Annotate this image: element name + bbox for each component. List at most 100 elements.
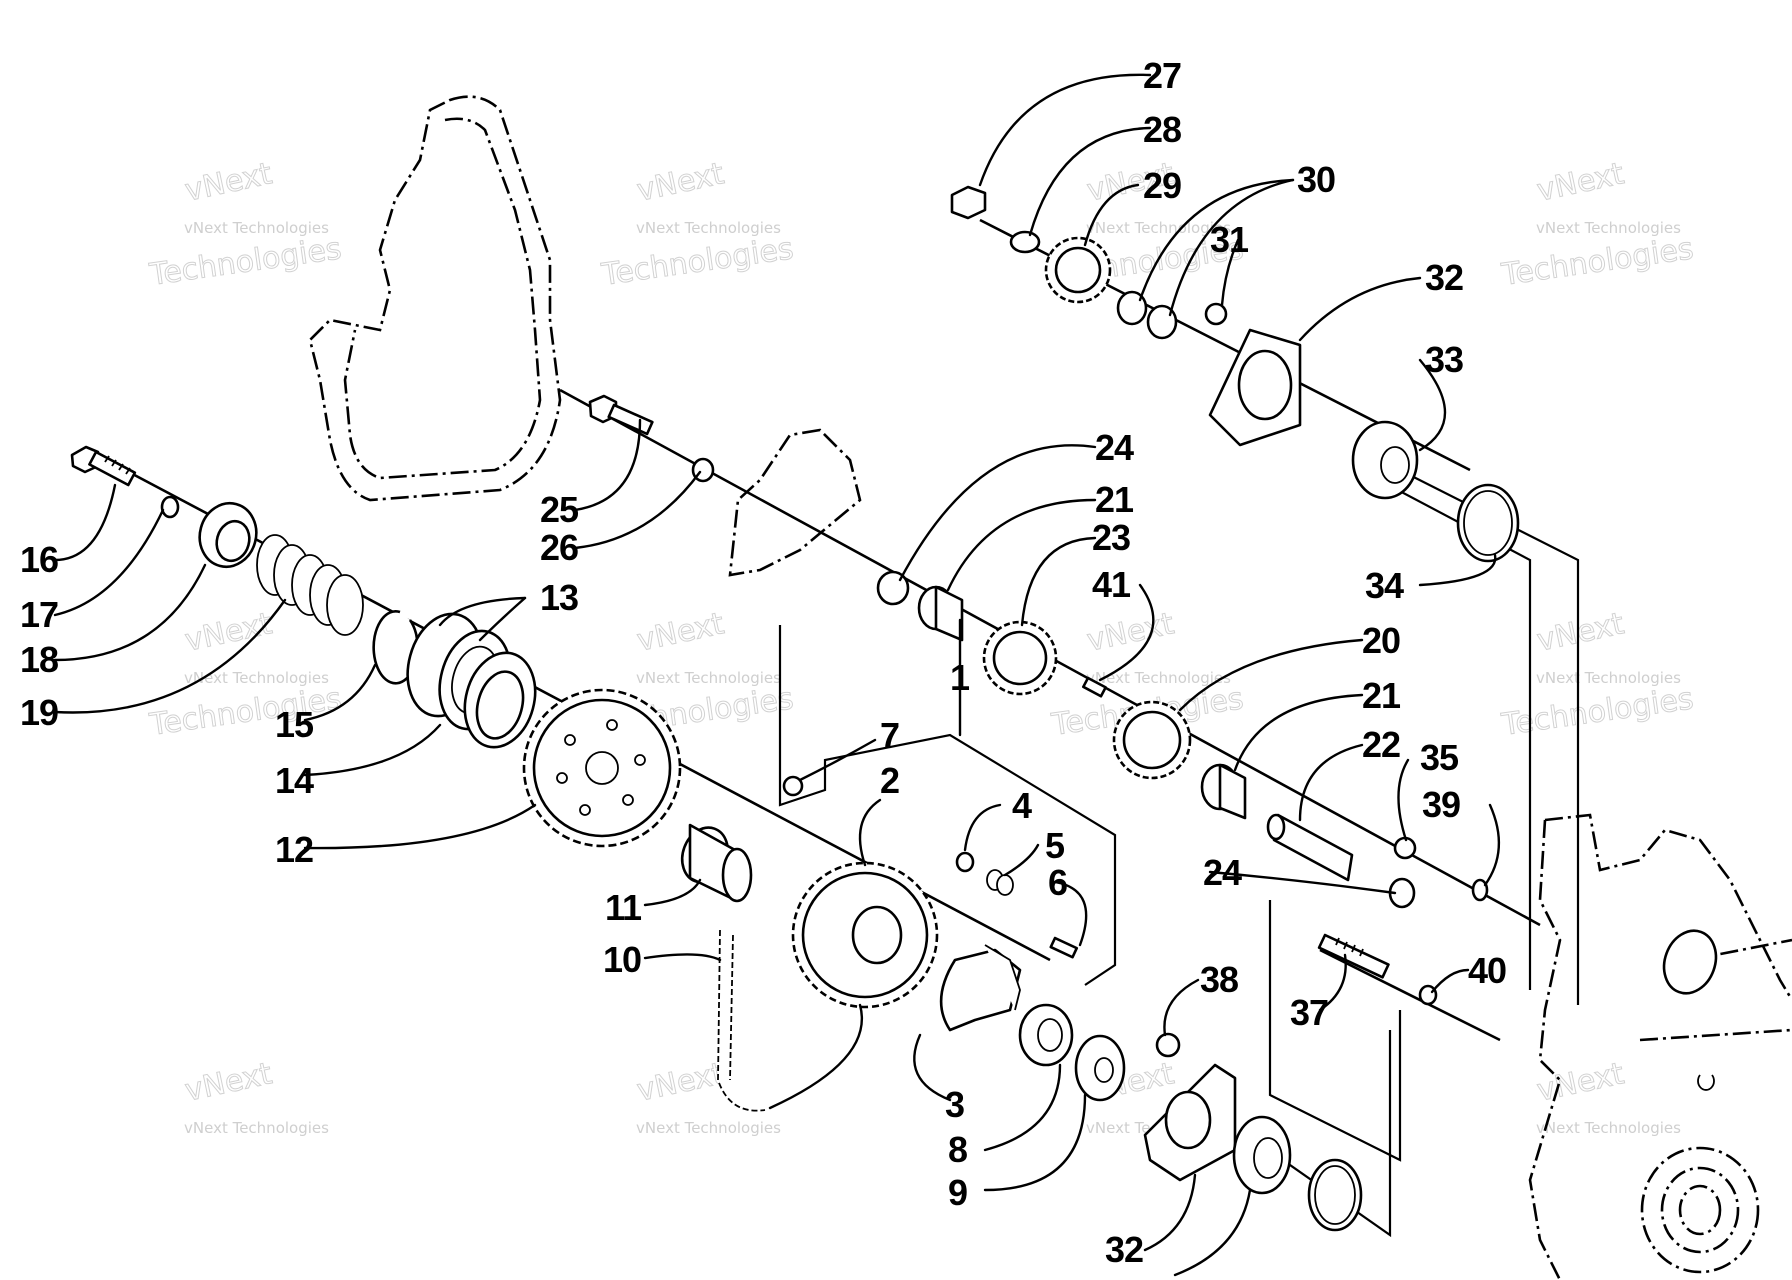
callout-39: 39 bbox=[1422, 784, 1460, 825]
leader-lines bbox=[53, 73, 1500, 1277]
part-29-sprocket bbox=[1044, 236, 1112, 304]
svg-text:vNext: vNext bbox=[634, 606, 727, 659]
part-33-bearing-upper bbox=[1351, 420, 1419, 500]
callout-30: 30 bbox=[1297, 159, 1335, 200]
part-21-bushing-upper bbox=[917, 585, 964, 642]
svg-text:vNext Technologies: vNext Technologies bbox=[184, 1119, 329, 1137]
callout-25: 25 bbox=[540, 489, 579, 530]
svg-text:vNext Technologies: vNext Technologies bbox=[1536, 669, 1681, 687]
part-32-flange-upper bbox=[1208, 328, 1302, 447]
callout-31: 31 bbox=[1210, 219, 1249, 260]
part-21-bushing-lower bbox=[1200, 763, 1247, 820]
callout-41: 41 bbox=[1092, 564, 1131, 605]
part-9-washer bbox=[1074, 1034, 1126, 1102]
part-41-pin bbox=[1082, 676, 1107, 698]
callout-8: 8 bbox=[948, 1129, 967, 1170]
svg-text:vNext Technologies: vNext Technologies bbox=[636, 669, 781, 687]
part-5-spring bbox=[986, 869, 1014, 896]
callout-2: 2 bbox=[880, 760, 899, 801]
part-3-brake-disc bbox=[939, 944, 1022, 1032]
callout-21a: 21 bbox=[1095, 479, 1134, 520]
callout-16: 16 bbox=[20, 539, 58, 580]
callout-22: 22 bbox=[1362, 724, 1400, 765]
callout-6: 6 bbox=[1048, 862, 1067, 903]
part-37-stud bbox=[1317, 933, 1390, 979]
chaincase-cover-outline bbox=[308, 95, 562, 502]
part-2-sprocket bbox=[791, 861, 939, 1009]
svg-text:vNext: vNext bbox=[1534, 1056, 1627, 1109]
callout-33: 33 bbox=[1425, 339, 1463, 380]
svg-text:vNext: vNext bbox=[1534, 156, 1627, 209]
part-25-bolt bbox=[588, 394, 654, 436]
callout-40: 40 bbox=[1468, 950, 1506, 991]
callout-37: 37 bbox=[1290, 992, 1328, 1033]
svg-text:vNext: vNext bbox=[182, 1056, 275, 1109]
watermark: vNext vNext Technologies Technologies bbox=[1498, 606, 1696, 744]
svg-text:Technologies: Technologies bbox=[1499, 681, 1696, 743]
callout-18: 18 bbox=[20, 639, 58, 680]
callout-10: 10 bbox=[603, 939, 641, 980]
part-6-pin bbox=[1049, 936, 1079, 959]
housing-bracket-outline bbox=[728, 428, 862, 577]
callout-20: 20 bbox=[1362, 620, 1400, 661]
svg-text:vNext: vNext bbox=[182, 156, 275, 209]
callout-14: 14 bbox=[275, 760, 314, 801]
part-4-nut bbox=[955, 851, 975, 873]
part-33-bearing-lower bbox=[1232, 1115, 1292, 1195]
part-20-sprocket bbox=[1112, 700, 1192, 780]
callout-3: 3 bbox=[945, 1084, 964, 1125]
svg-text:vNext Technologies: vNext Technologies bbox=[1536, 1119, 1681, 1137]
svg-text:Technologies: Technologies bbox=[599, 231, 796, 293]
watermark: vNext vNext Technologies Technologies bbox=[146, 156, 344, 294]
callout-1: 1 bbox=[950, 657, 970, 698]
callout-24a: 24 bbox=[1095, 427, 1134, 468]
watermark: vNext vNext Technologies bbox=[182, 1056, 330, 1137]
part-22-shaft bbox=[1266, 813, 1354, 882]
callout-9: 9 bbox=[948, 1172, 967, 1213]
part-38-nut bbox=[1155, 1032, 1181, 1058]
part-31-nut bbox=[1204, 302, 1228, 326]
callout-35: 35 bbox=[1420, 737, 1459, 778]
svg-text:vNext: vNext bbox=[634, 1056, 727, 1109]
callout-23: 23 bbox=[1092, 517, 1130, 558]
callout-4: 4 bbox=[1012, 785, 1032, 826]
part-32-flange-lower bbox=[1143, 1063, 1237, 1182]
part-10-chain bbox=[717, 929, 766, 1112]
callout-7: 7 bbox=[880, 715, 899, 756]
callout-11: 11 bbox=[605, 887, 642, 928]
callout-29: 29 bbox=[1143, 165, 1181, 206]
svg-text:Technologies: Technologies bbox=[147, 681, 344, 743]
svg-text:Technologies: Technologies bbox=[147, 231, 344, 293]
chaincase-housing-outline bbox=[1528, 813, 1792, 1280]
callout-12: 12 bbox=[275, 829, 313, 870]
svg-text:vNext: vNext bbox=[634, 156, 727, 209]
svg-text:vNext Technologies: vNext Technologies bbox=[636, 1119, 781, 1137]
part-17-washer bbox=[160, 495, 180, 519]
svg-text:Technologies: Technologies bbox=[1499, 231, 1696, 293]
part-34-ring-lower bbox=[1307, 1158, 1363, 1232]
callout-5: 5 bbox=[1045, 825, 1065, 866]
svg-text:vNext Technologies: vNext Technologies bbox=[1536, 219, 1681, 237]
part-13-14-bearing-assembly bbox=[406, 612, 537, 749]
svg-text:vNext: vNext bbox=[1084, 606, 1177, 659]
part-35-nut bbox=[1393, 836, 1417, 860]
part-11-splined-hub bbox=[680, 823, 753, 903]
part-28-washer bbox=[1009, 230, 1041, 254]
part-24-washer-upper bbox=[876, 570, 910, 606]
part-27-nut bbox=[950, 185, 987, 220]
part-18-spring-cap bbox=[198, 501, 258, 569]
part-23-sprocket bbox=[982, 620, 1058, 696]
svg-text:vNext Technologies: vNext Technologies bbox=[1086, 669, 1231, 687]
watermark: vNext vNext Technologies Technologies bbox=[146, 606, 344, 744]
callout-24b: 24 bbox=[1203, 852, 1242, 893]
part-8-bearing bbox=[1018, 1003, 1074, 1067]
part-7-nut bbox=[782, 775, 804, 797]
watermark: vNext vNext Technologies Technologies bbox=[598, 156, 796, 294]
callout-32a: 32 bbox=[1425, 257, 1463, 298]
callout-26: 26 bbox=[540, 527, 578, 568]
part-19-spring bbox=[256, 534, 364, 636]
part-34-ring-upper bbox=[1456, 483, 1520, 563]
callout-21b: 21 bbox=[1362, 675, 1401, 716]
callout-32b: 32 bbox=[1105, 1229, 1143, 1270]
